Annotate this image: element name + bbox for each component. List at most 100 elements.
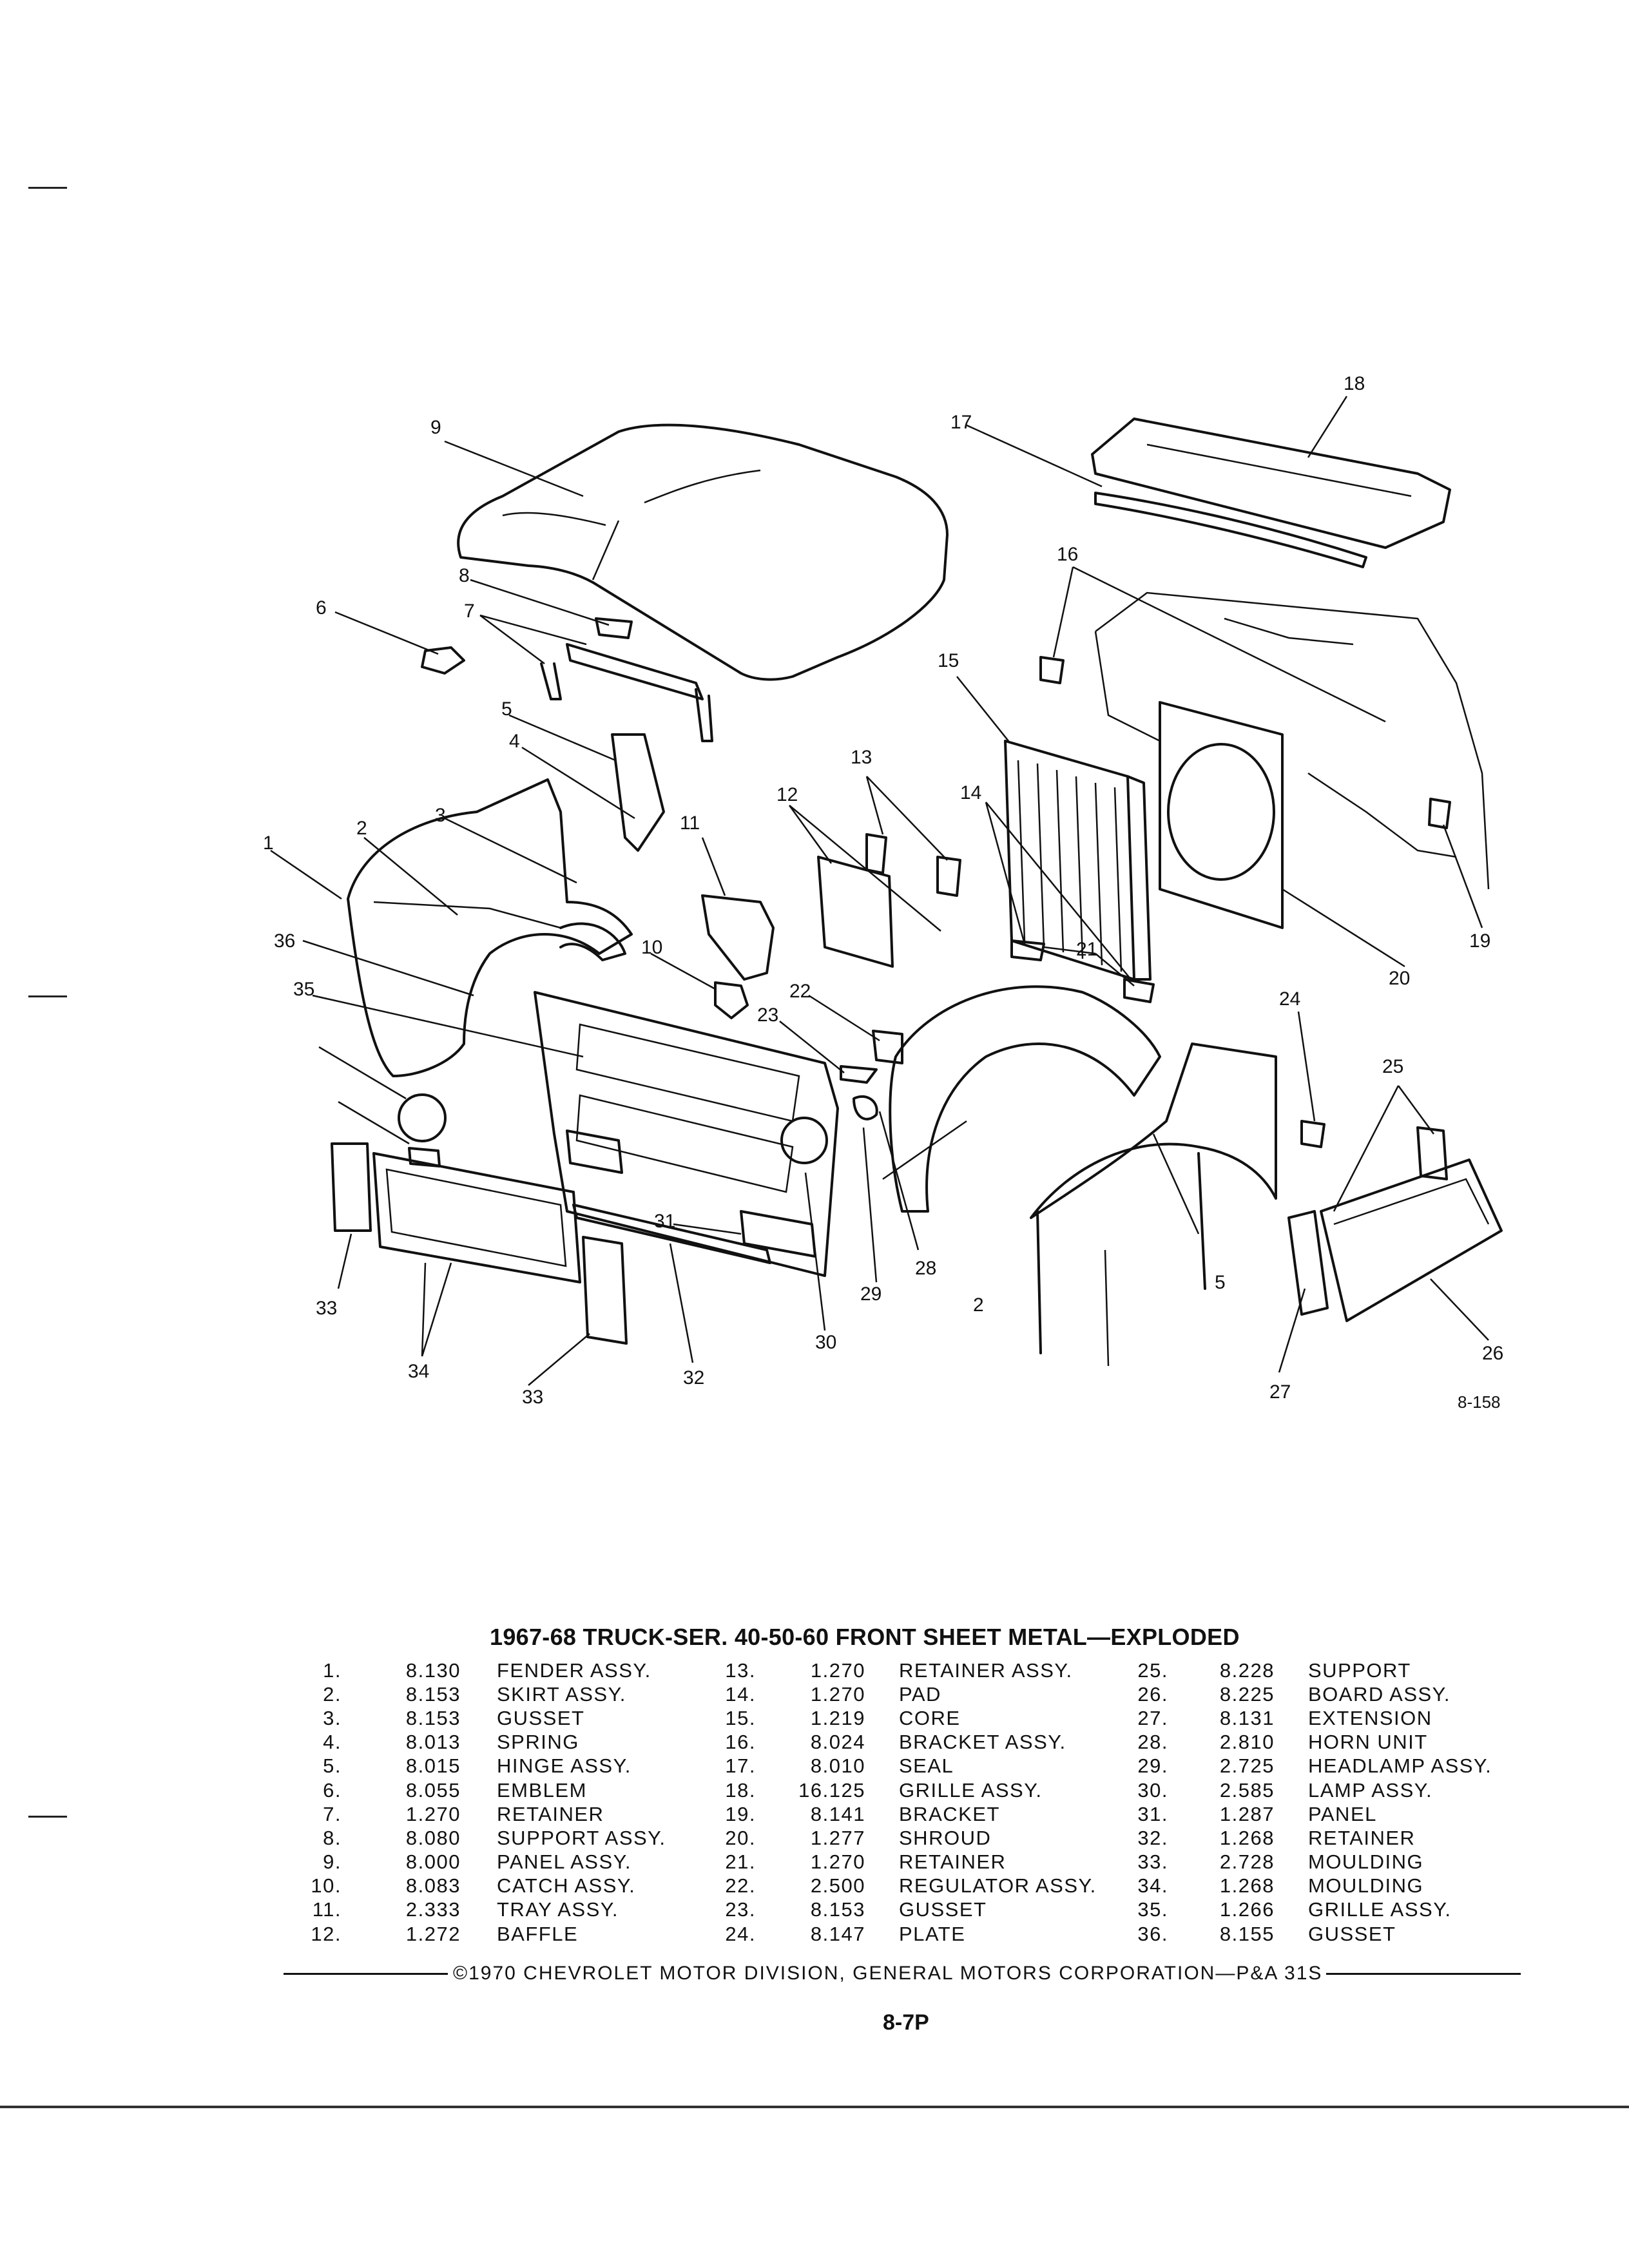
callout-3: 3 — [435, 805, 446, 826]
callout-29: 29 — [860, 1283, 882, 1305]
callout-9: 9 — [430, 417, 441, 438]
emblem-drawing — [421, 646, 465, 675]
edge-mark-bottom — [28, 1816, 67, 1818]
callout-33a: 33 — [316, 1298, 337, 1319]
callout-6: 6 — [316, 597, 327, 619]
cowl-grille-drawing — [1091, 418, 1451, 568]
callout-35: 35 — [293, 979, 314, 1000]
hinge-drawing — [611, 733, 665, 852]
right-fender-drawing — [1030, 1043, 1277, 1354]
plate-drawing — [1300, 1120, 1325, 1148]
bottom-divider — [0, 2106, 1629, 2108]
skirt-drawing — [889, 985, 1161, 1213]
copyright-text: ©1970 CHEVROLET MOTOR DIVISION, GENERAL … — [453, 1963, 1323, 1984]
callout-labels: 1 2 3 4 5 6 7 8 9 10 11 12 13 14 15 16 1… — [263, 373, 1503, 1412]
edge-mark-top — [28, 187, 67, 189]
leader-lines — [270, 396, 1489, 1386]
callout-13: 13 — [851, 747, 872, 768]
bracket-assy-drawing — [1039, 656, 1065, 684]
board-drawing — [1287, 1126, 1503, 1322]
callout-30: 30 — [815, 1332, 836, 1353]
callout-12: 12 — [776, 784, 798, 805]
callout-1: 1 — [263, 832, 274, 854]
catch-drawing — [714, 981, 749, 1019]
callout-21: 21 — [1076, 939, 1097, 960]
copyright-rule-right — [1326, 1972, 1521, 1975]
callout-5: 5 — [501, 698, 512, 720]
callout-15: 15 — [938, 650, 959, 671]
callout-7: 7 — [464, 601, 475, 622]
callout-24: 24 — [1279, 988, 1300, 1010]
callout-2b: 2 — [973, 1294, 984, 1316]
callout-4: 4 — [509, 731, 520, 752]
callout-20: 20 — [1389, 968, 1410, 989]
callout-34: 34 — [408, 1361, 429, 1382]
headlamp-drawing — [398, 1093, 447, 1142]
callout-31: 31 — [654, 1211, 675, 1232]
callout-27: 27 — [1269, 1381, 1291, 1403]
retainer-assy-drawing — [865, 833, 961, 897]
retainer-clip-drawing — [1010, 939, 1155, 1003]
shroud-drawing — [1159, 701, 1284, 929]
panel-drawing — [566, 1129, 816, 1258]
copyright-rule-left — [284, 1972, 448, 1975]
radiator-core-drawing — [1004, 740, 1152, 981]
hood-panel-drawing — [457, 423, 949, 681]
callout-32: 32 — [683, 1367, 704, 1389]
gusset-drawing — [840, 1065, 878, 1084]
callout-19: 19 — [1469, 930, 1490, 952]
page-title: 1967-68 TRUCK-SER. 40-50-60 FRONT SHEET … — [490, 1624, 1240, 1650]
retainer-strip-drawing — [572, 1204, 771, 1264]
hood-support-drawing — [540, 617, 713, 742]
callout-14: 14 — [960, 782, 981, 803]
callout-36: 36 — [274, 930, 295, 952]
callout-26: 26 — [1482, 1343, 1503, 1364]
fender-drawing — [347, 778, 633, 1077]
callout-22: 22 — [789, 981, 811, 1002]
callout-25: 25 — [1382, 1056, 1403, 1077]
callout-16: 16 — [1057, 544, 1078, 565]
callout-18: 18 — [1344, 373, 1365, 394]
regulator-drawing — [872, 1030, 903, 1064]
callout-33b: 33 — [522, 1387, 543, 1408]
callout-28: 28 — [915, 1258, 936, 1279]
bracket-drawing — [1428, 798, 1451, 829]
cowl-structure-drawing — [1094, 591, 1490, 890]
callout-23: 23 — [757, 1004, 778, 1026]
page-number: 8-7P — [883, 2010, 929, 2035]
